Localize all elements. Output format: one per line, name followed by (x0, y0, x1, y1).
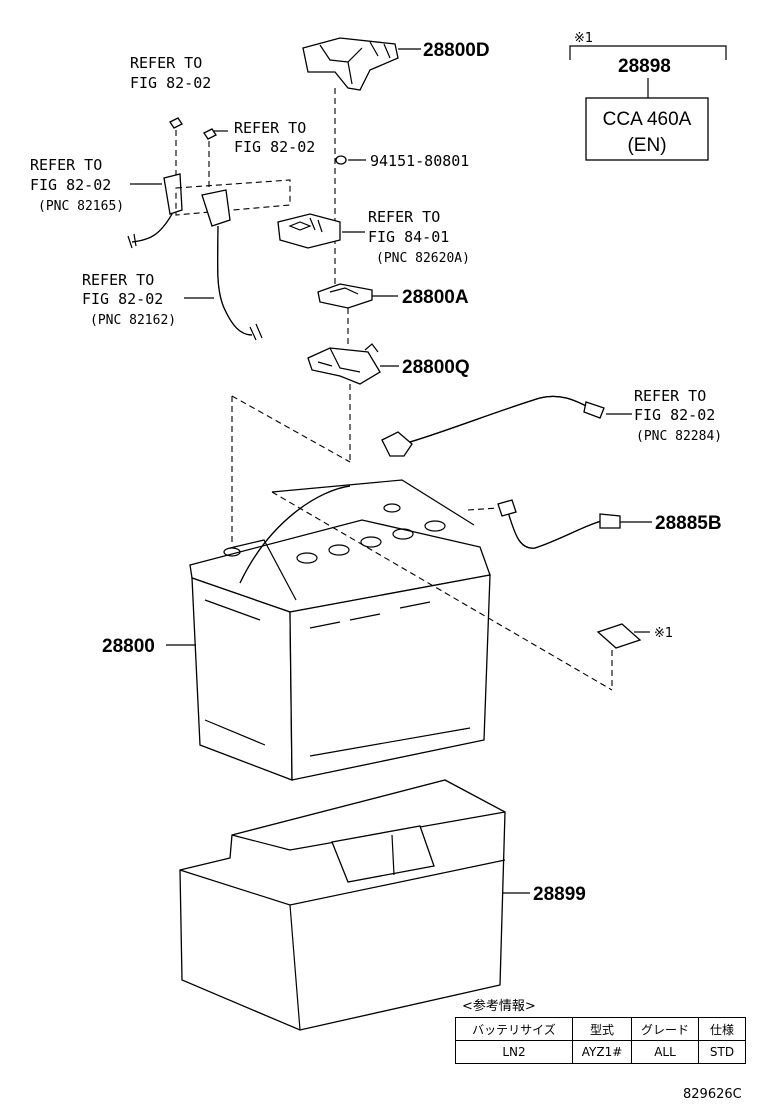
label-28800D: 28800D (423, 40, 490, 61)
ref-b-line1: REFER TO (234, 119, 306, 137)
info-table: バッテリサイズ 型式 グレード 仕様 LN2 AYZ1# ALL STD (455, 1017, 746, 1064)
cable-82162-illustration (201, 189, 263, 341)
battery-28800-illustration (189, 479, 491, 781)
header-model: 型式 (572, 1017, 632, 1041)
label-28800A: 28800A (402, 287, 469, 308)
ref-f-pnc: (PNC 82284) (636, 429, 722, 444)
label-28898: 28898 (618, 56, 671, 77)
ref-a-line2: FIG 82-02 (130, 74, 211, 92)
en-text: (EN) (627, 135, 666, 156)
ref-d-line1: REFER TO (82, 271, 154, 289)
label-28899: 28899 (533, 884, 586, 905)
sticker-icon (596, 623, 642, 649)
fuse-block-illustration (277, 213, 341, 249)
cell-grade: ALL (631, 1040, 699, 1064)
dash-vent (467, 507, 499, 511)
cable-82165-illustration (127, 173, 183, 249)
dash-label-sticker (271, 491, 613, 691)
label-28800: 28800 (102, 636, 155, 657)
header-battery-size: バッテリサイズ (455, 1017, 573, 1041)
info-table-header-row: バッテリサイズ 型式 グレード 仕様 (455, 1017, 746, 1041)
ref-e-line2: FIG 84-01 (368, 228, 449, 246)
label-28885B: 28885B (655, 513, 722, 534)
label-28800Q: 28800Q (402, 357, 470, 378)
header-spec: 仕様 (698, 1017, 746, 1041)
tray-28899-illustration (179, 779, 506, 1031)
vent-hose-28885B-illustration (497, 499, 621, 549)
terminal-28800Q-illustration (307, 343, 381, 385)
bolt-icon (335, 155, 347, 165)
ref-e-pnc: (PNC 82620A) (376, 251, 470, 266)
label-box-28898 (585, 97, 709, 161)
note-mark-sticker: ※1 (654, 626, 673, 641)
figure-id: 829626C (683, 1087, 742, 1102)
cover-28800D-illustration (302, 37, 399, 91)
bracket-28898 (569, 45, 727, 60)
note-mark-top: ※1 (574, 31, 593, 46)
ref-f-line1: REFER TO (634, 387, 706, 405)
cell-battery-size: LN2 (455, 1040, 573, 1064)
clamp-28800A-illustration (317, 283, 373, 309)
ref-e-line1: REFER TO (368, 208, 440, 226)
nut-icon-a (169, 117, 183, 129)
dash-terminal-group (175, 179, 291, 216)
dash-battery-a (231, 395, 351, 463)
nut-icon-b (203, 128, 217, 140)
ref-c-line2: FIG 82-02 (30, 176, 111, 194)
info-table-title: <参考情報> (462, 999, 536, 1014)
ref-d-pnc: (PNC 82162) (90, 313, 176, 328)
label-bolt: 94151-80801 (370, 152, 469, 170)
ref-c-line1: REFER TO (30, 156, 102, 174)
cca-text: CCA 460A (603, 109, 692, 130)
ref-d-line2: FIG 82-02 (82, 290, 163, 308)
cell-spec: STD (698, 1040, 746, 1064)
cell-model: AYZ1# (572, 1040, 632, 1064)
header-grade: グレード (631, 1017, 699, 1041)
info-table-row: LN2 AYZ1# ALL STD (455, 1040, 746, 1064)
ref-f-line2: FIG 82-02 (634, 406, 715, 424)
cable-82284-illustration (381, 395, 605, 457)
ref-b-line2: FIG 82-02 (234, 138, 315, 156)
ref-a-line1: REFER TO (130, 54, 202, 72)
ref-c-pnc: (PNC 82165) (38, 199, 124, 214)
